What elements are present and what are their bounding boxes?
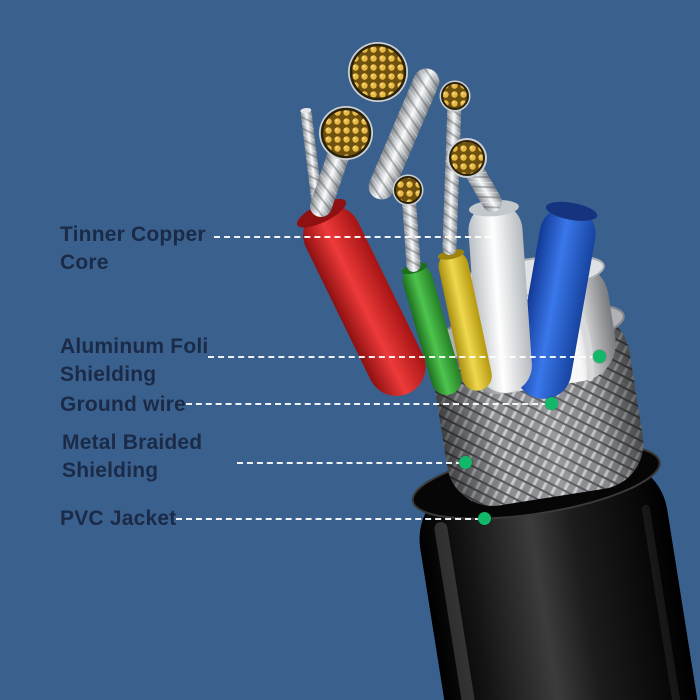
callout-line-ground-wire — [186, 403, 548, 405]
tinned-copper-strand — [368, 68, 440, 200]
tinned-copper-strand — [401, 186, 421, 272]
label-line: Metal Braided — [62, 431, 203, 454]
copper-core-end — [319, 106, 373, 160]
blue-wire — [515, 201, 598, 399]
callout-dot-metal-braided-shielding — [459, 456, 472, 469]
callout-dot-ground-wire — [545, 397, 558, 410]
callout-dot-pvc-jacket — [478, 512, 491, 525]
label-line: Tinner Copper — [60, 223, 206, 246]
label-tinner-copper-core: Tinner Copper Core — [60, 221, 206, 277]
tinned-copper-strand — [442, 95, 462, 255]
label-line: Shielding — [60, 363, 157, 386]
callout-line-pvc-jacket — [176, 518, 481, 520]
copper-core-end — [447, 138, 487, 178]
label-metal-braided-shielding: Metal Braided Shielding — [62, 429, 202, 485]
label-line: Core — [60, 251, 109, 274]
callout-line-tinner-copper-core — [214, 236, 491, 238]
copper-core-end — [348, 42, 408, 102]
label-ground-wire: Ground wire — [60, 391, 186, 419]
callout-line-metal-braided-shielding — [237, 462, 462, 464]
callout-dot-aluminum-foil-shielding — [593, 350, 606, 363]
label-line: Shielding — [62, 459, 159, 482]
copper-core-end — [392, 174, 424, 206]
label-line: PVC Jacket — [60, 507, 177, 530]
label-line: Aluminum Foli — [60, 335, 209, 358]
copper-core-end — [439, 80, 471, 112]
label-aluminum-foil-shielding: Aluminum Foli Shielding — [60, 333, 208, 389]
label-line: Ground wire — [60, 393, 186, 416]
label-pvc-jacket: PVC Jacket — [60, 505, 176, 533]
callout-line-aluminum-foil-shielding — [208, 356, 596, 358]
